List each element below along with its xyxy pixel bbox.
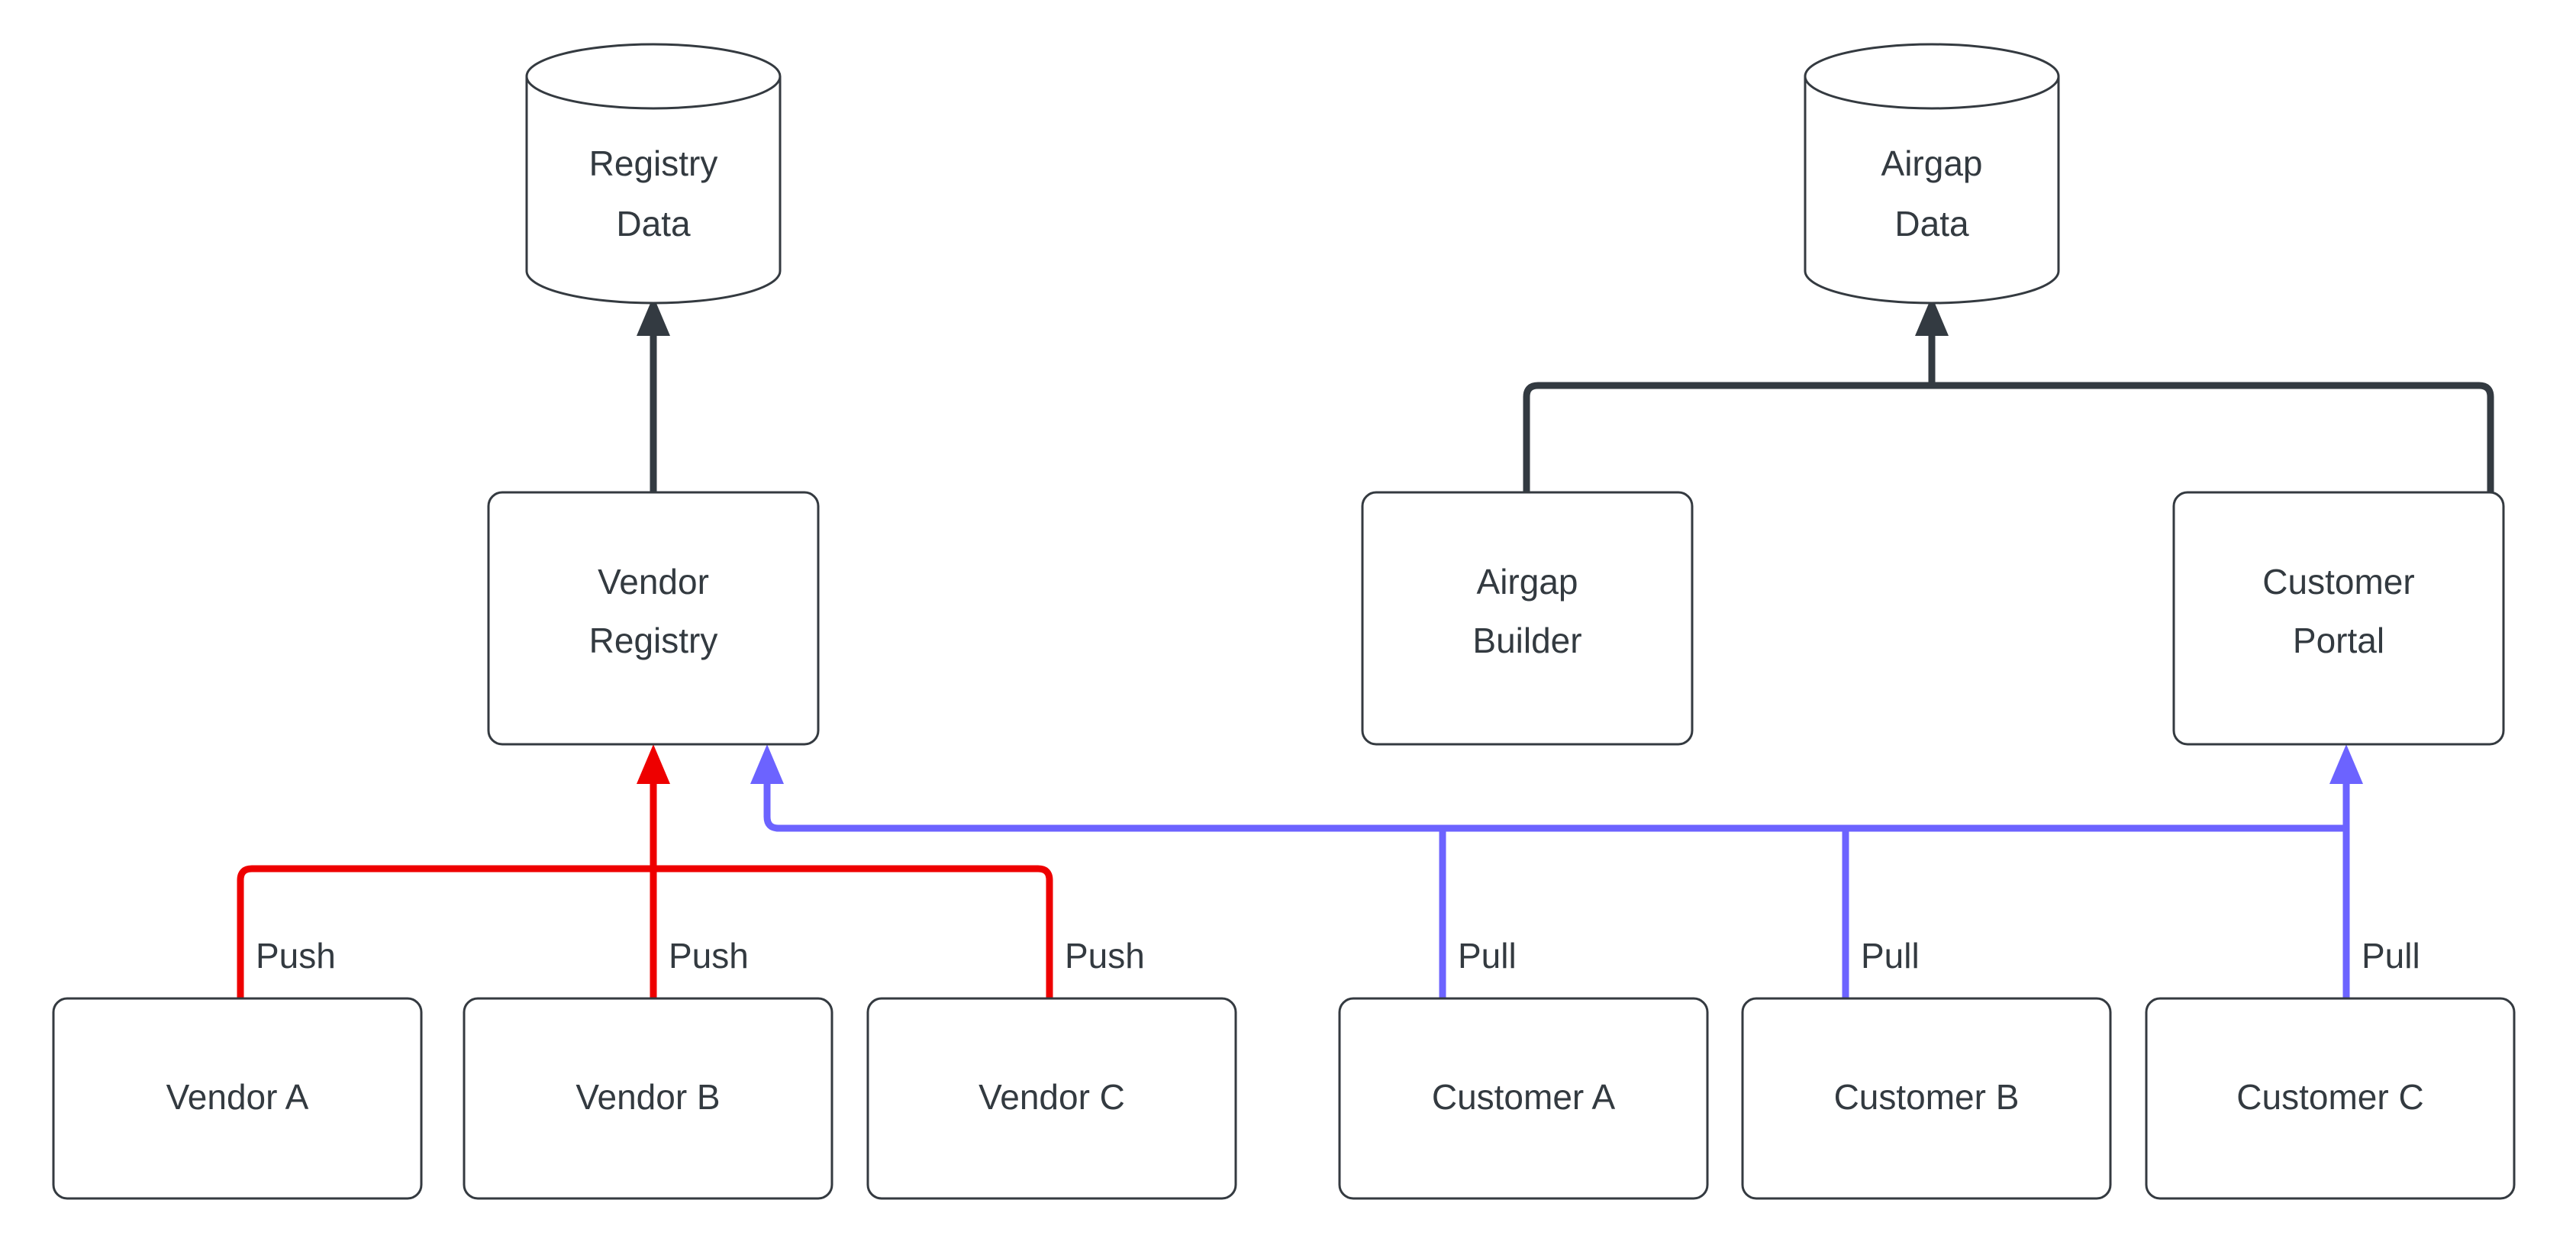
node-box [463,997,833,1200]
edge-label-pull-a: Pull [1458,936,1517,976]
vendor-registry-label-line1: Vendor [598,562,709,602]
node-box [1741,997,2112,1200]
cylinder-body [525,76,782,305]
edge-vendor-registry-to-registry-data [637,296,670,492]
arrow-head-up-icon [1915,296,1949,336]
vendor-b-label: Vendor B [575,1077,720,1117]
vendor-a-label: Vendor A [166,1077,309,1117]
edges-push-group [237,744,1053,998]
node-box [52,997,423,1200]
registry-data-label-line1: Registry [589,144,718,183]
customer-b-label: Customer B [1834,1077,2020,1117]
customer-c-label: Customer C [2236,1077,2423,1117]
edges-pull-group [750,744,2363,998]
node-airgap-builder[interactable]: Airgap Builder [1361,491,1694,746]
edge-airgap-bus-to-airgap-data [1523,296,2494,492]
edge-label-push-b: Push [669,936,749,976]
airgap-data-label-line2: Data [1894,204,1969,244]
node-box [866,997,1237,1200]
node-customer-portal[interactable]: Customer Portal [2172,491,2505,746]
node-customer-c[interactable]: Customer C [2145,997,2516,1200]
node-box [1361,491,1694,746]
edge-push-bus [237,865,1053,998]
airgap-builder-label-line2: Builder [1472,621,1581,660]
cylinder-top [525,43,782,110]
node-box [487,491,820,746]
vendor-c-label: Vendor C [978,1077,1125,1117]
edge-pull-path-a [763,767,1446,998]
arrow-head-up-icon [637,296,670,336]
arrow-head-up-icon [637,744,670,784]
cylinder-top [1804,43,2060,110]
node-vendor-b[interactable]: Vendor B [463,997,833,1200]
arrow-head-up-icon [750,744,784,784]
vendor-registry-label-line2: Registry [589,621,718,660]
node-box [2145,997,2516,1200]
node-airgap-data[interactable]: Airgap Data [1804,43,2060,305]
node-customer-a[interactable]: Customer A [1338,997,1709,1200]
edge-label-pull-b: Pull [1861,936,1920,976]
airgap-data-label-line1: Airgap [1881,144,1983,183]
node-vendor-c[interactable]: Vendor C [866,997,1237,1200]
node-vendor-registry[interactable]: Vendor Registry [487,491,820,746]
customer-portal-label-line2: Portal [2293,621,2384,660]
edge-label-push-c: Push [1065,936,1145,976]
node-vendor-a[interactable]: Vendor A [52,997,423,1200]
cylinder-body [1804,76,2060,305]
registry-data-label-line2: Data [616,204,691,244]
edge-label-push-a: Push [256,936,336,976]
customer-a-label: Customer A [1432,1077,1616,1117]
arrow-head-up-icon [2329,744,2363,784]
node-customer-b[interactable]: Customer B [1741,997,2112,1200]
edge-label-pull-c: Pull [2362,936,2420,976]
customer-portal-label-line1: Customer [2262,562,2414,602]
edge-bus-path [1523,382,2494,492]
airgap-builder-label-line1: Airgap [1477,562,1578,602]
node-registry-data[interactable]: Registry Data [525,43,782,305]
node-box [1338,997,1709,1200]
node-box [2172,491,2505,746]
